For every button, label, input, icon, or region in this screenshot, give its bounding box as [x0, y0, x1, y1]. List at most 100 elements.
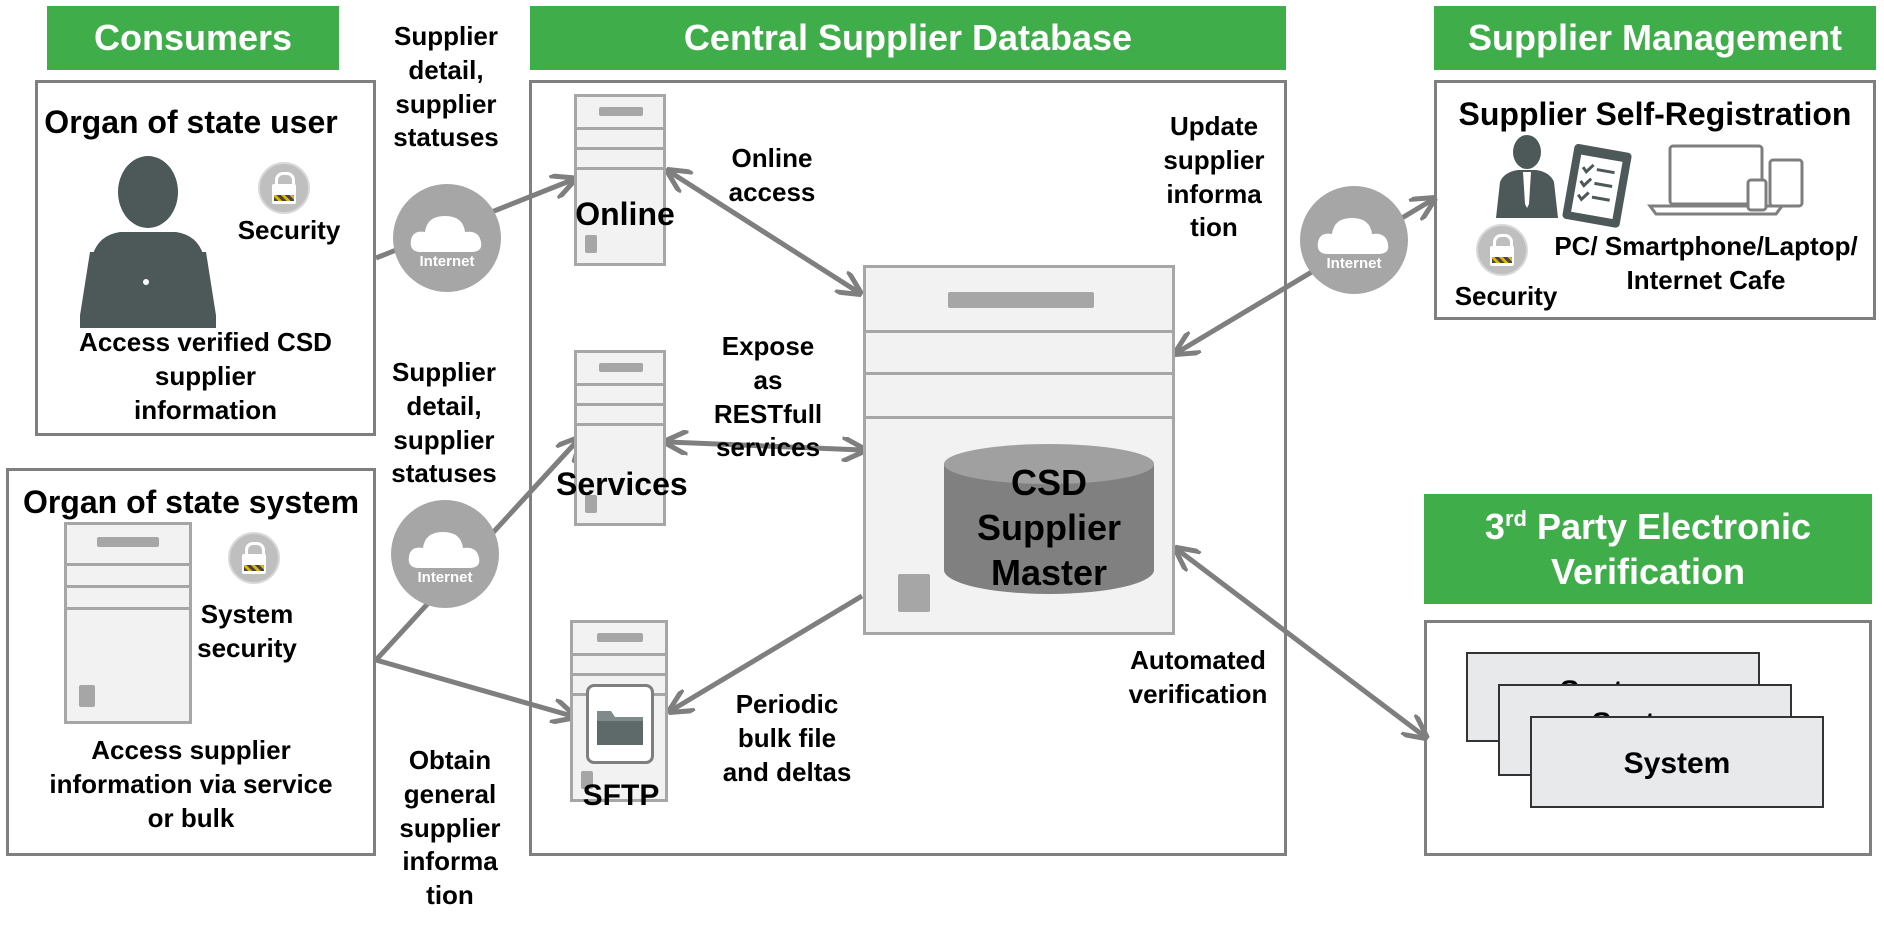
update-supplier-line: supplier	[1163, 144, 1265, 175]
devices-text: PC/ Smartphone/Laptop/ Internet Cafe	[1536, 230, 1876, 298]
supplier-detail-line: detail,	[408, 54, 484, 85]
businessman-icon	[1496, 135, 1558, 218]
expose-line: services	[715, 432, 821, 463]
access-verified-line: information	[134, 394, 277, 425]
supplier-detail-line: statuses	[393, 122, 499, 153]
supplier-management-header: Supplier Management	[1434, 6, 1876, 70]
third-party-header-line1: 3rd Party Electronic	[1485, 504, 1811, 549]
obtain-general-text: Obtain general supplier informa tion	[382, 744, 518, 913]
consumers-header-text: Consumers	[93, 17, 293, 58]
security-lock-icon	[258, 162, 310, 214]
supplier-security-lock-icon	[1476, 224, 1528, 276]
supplier-detail-top-text: Supplier detail, supplier statuses	[378, 20, 514, 155]
supplier-detail-line: detail,	[406, 390, 482, 421]
system-security-line: security	[197, 632, 297, 663]
folder-icon	[586, 684, 654, 764]
laptop-tablet-phone-icon	[1647, 144, 1804, 216]
system-security-text: System security	[190, 598, 304, 666]
arrow-online-csd	[670, 172, 858, 292]
internet-label: Internet	[419, 253, 475, 270]
services-server-icon	[574, 350, 666, 526]
third-party-verification-header: 3rd Party Electronic Verification	[1424, 494, 1872, 604]
access-supplier-line: or bulk	[147, 802, 235, 833]
obtain-general-line: supplier	[399, 812, 501, 843]
online-label: Online	[575, 196, 675, 232]
arrow-csd-to-sftp	[672, 593, 864, 710]
internet-cloud-icon-right: Internet	[1300, 186, 1408, 294]
supplier-detail-line: statuses	[391, 458, 497, 489]
online-access-text: Online access	[704, 142, 840, 210]
supplier-security-label: Security	[1454, 281, 1558, 311]
expose-line: Expose	[721, 331, 815, 361]
system-server-icon	[64, 522, 192, 724]
central-supplier-database-header: Central Supplier Database	[530, 6, 1286, 70]
update-supplier-text: Update supplier informa tion	[1146, 110, 1282, 245]
periodic-line: and deltas	[722, 756, 852, 787]
cloud-icon	[1317, 218, 1389, 254]
supplier-detail-line: Supplier	[391, 357, 496, 387]
csd-database-cylinder-icon	[944, 444, 1154, 594]
access-verified-text: Access verified CSD supplier information	[35, 326, 376, 427]
update-supplier-line: tion	[1190, 212, 1238, 243]
devices-line: PC/ Smartphone/Laptop/	[1554, 231, 1858, 261]
cloud-icon	[408, 532, 480, 568]
expose-line: as	[753, 364, 783, 395]
update-supplier-line: Update	[1169, 111, 1259, 141]
third-party-header-line2: Verification	[1550, 551, 1746, 592]
system-card-label: System	[1623, 747, 1731, 780]
cloud-icon	[410, 216, 482, 252]
system-security-lock-icon	[228, 532, 280, 584]
supplier-detail-line: supplier	[395, 88, 497, 119]
obtain-general-line: tion	[426, 880, 474, 911]
internet-cloud-icon-middle: Internet	[391, 500, 499, 608]
organ-of-state-system-title: Organ of state system	[22, 484, 360, 520]
system-security-line: System	[200, 599, 294, 629]
arrow-verification-csd	[1178, 550, 1424, 736]
access-verified-line: supplier	[154, 360, 257, 391]
csd-supplier-master-text: CSD Supplier Master	[940, 460, 1158, 595]
third-party-sup: rd	[1504, 506, 1527, 531]
sftp-label: SFTP	[582, 779, 660, 812]
online-access-line: access	[728, 176, 816, 207]
arrow-services-csd	[668, 442, 862, 450]
periodic-line: Periodic	[735, 689, 839, 719]
supplier-mgmt-header-text: Supplier Management	[1467, 17, 1843, 58]
obtain-general-line: general	[403, 778, 497, 809]
internet-label: Internet	[417, 569, 473, 586]
access-supplier-line: information via service	[49, 768, 333, 799]
supplier-detail-middle-text: Supplier detail, supplier statuses	[376, 356, 512, 491]
automated-verification-text: Automated verification	[1116, 644, 1280, 712]
services-label: Services	[556, 466, 688, 502]
organ-of-state-user-title: Organ of state user	[44, 104, 338, 140]
update-supplier-line: informa	[1166, 178, 1262, 209]
arrow-system-to-sftp	[375, 657, 572, 716]
automated-line: Automated	[1130, 645, 1266, 675]
periodic-line: bulk file	[737, 722, 837, 753]
supplier-self-registration-title: Supplier Self-Registration	[1458, 96, 1852, 132]
csd-master-line: Master	[990, 552, 1108, 593]
internet-cloud-icon-top: Internet	[393, 184, 501, 292]
csd-master-line: Supplier	[976, 507, 1122, 548]
access-supplier-text: Access supplier information via service …	[6, 734, 376, 835]
third-party-rest: Party Electronic	[1526, 506, 1812, 547]
supplier-detail-line: supplier	[393, 424, 495, 455]
periodic-bulk-text: Periodic bulk file and deltas	[712, 688, 862, 789]
internet-label: Internet	[1326, 255, 1382, 272]
automated-line: verification	[1128, 678, 1268, 709]
third-party-prefix: 3	[1484, 506, 1505, 547]
supplier-detail-line: Supplier	[393, 21, 498, 51]
clipboard-checklist-icon	[1562, 144, 1632, 228]
devices-line: Internet Cafe	[1626, 264, 1786, 295]
consumers-header: Consumers	[47, 6, 339, 70]
system-card-front: System	[1530, 716, 1824, 808]
online-server-icon	[574, 94, 666, 266]
online-access-line: Online	[731, 143, 813, 173]
expose-line: RESTfull	[713, 398, 823, 429]
user-security-label: Security	[237, 215, 341, 245]
obtain-general-line: Obtain	[408, 745, 492, 775]
user-at-laptop-icon	[80, 156, 216, 328]
central-header-text: Central Supplier Database	[683, 17, 1133, 58]
access-verified-line: Access verified CSD	[79, 327, 332, 357]
expose-restful-text: Expose as RESTfull services	[700, 330, 836, 465]
access-supplier-line: Access supplier	[91, 735, 291, 765]
